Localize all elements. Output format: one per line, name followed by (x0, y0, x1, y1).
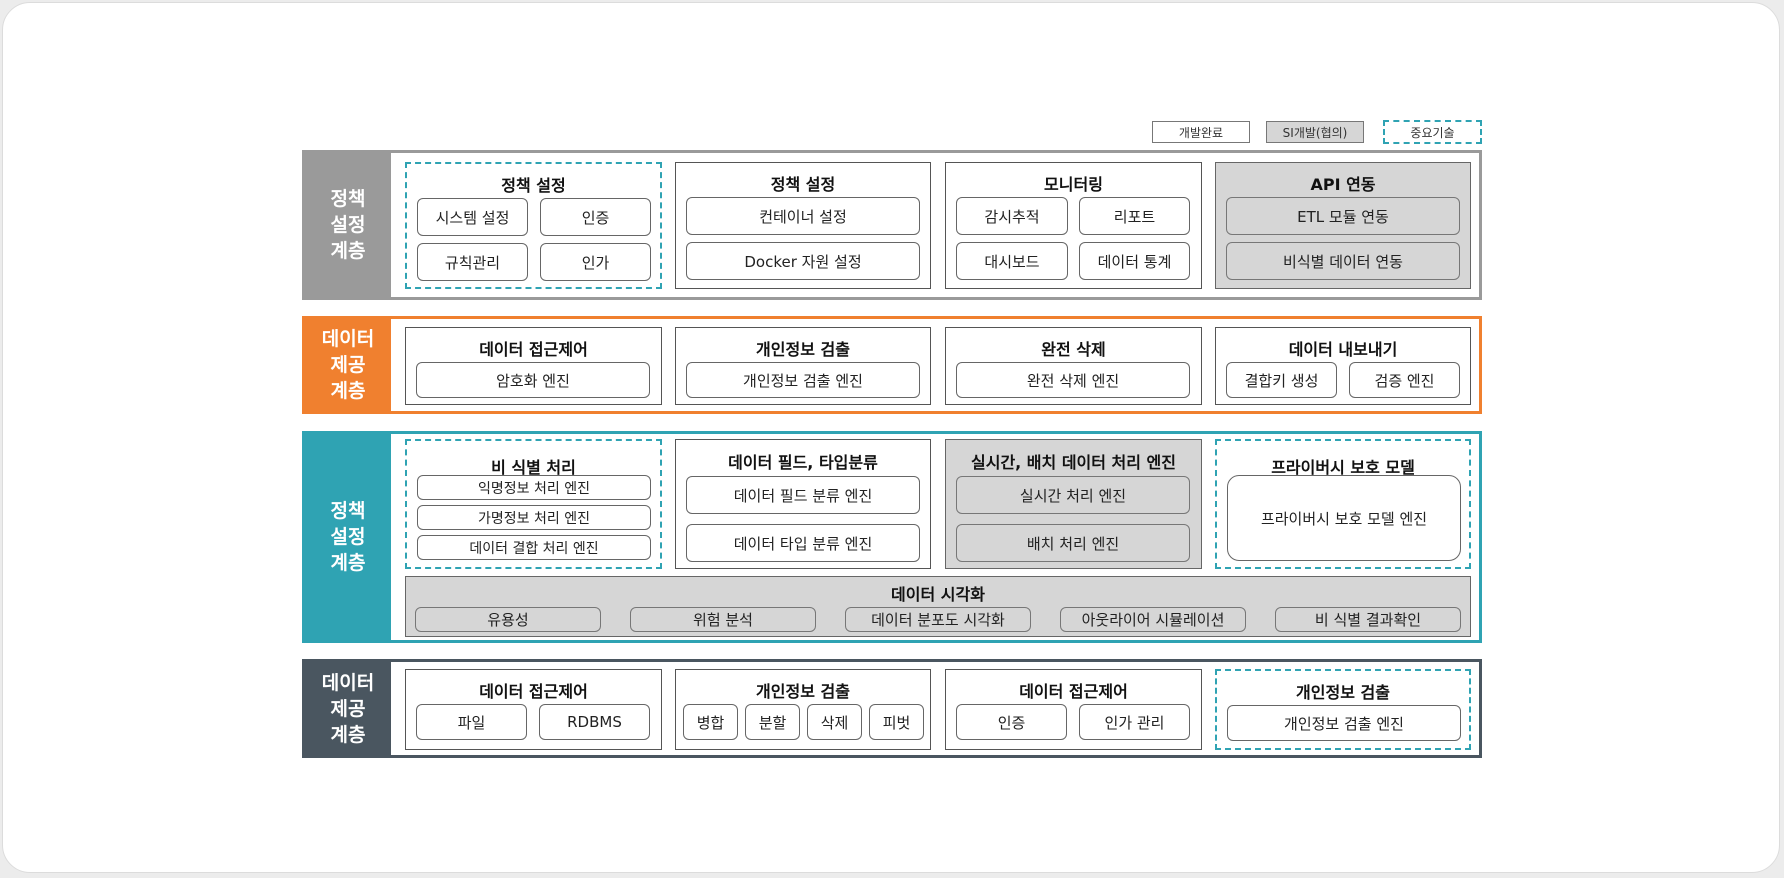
pill-merge: 병합 (683, 704, 738, 740)
layer-policy-2: 정책 설정 계층 비 식별 처리 익명정보 처리 엔진 가명정보 처리 엔진 데… (302, 431, 1482, 643)
module-pii-detection: 개인정보 검출 개인정보 검출 엔진 (675, 327, 931, 405)
module-container-setting: 정책 설정 컨테이너 설정 Docker 자원 설정 (675, 162, 931, 289)
module-deidentification: 비 식별 처리 익명정보 처리 엔진 가명정보 처리 엔진 데이터 결합 처리 … (405, 439, 662, 569)
module-title: 개인정보 검출 (756, 682, 850, 701)
module-data-export: 데이터 내보내기 결합키 생성 검증 엔진 (1215, 327, 1471, 405)
module-title: 데이터 필드, 타입분류 (728, 453, 878, 472)
pill-complete-deletion-engine: 완전 삭제 엔진 (956, 362, 1190, 398)
pill-usability: 유용성 (415, 607, 601, 632)
pill-field-classification-engine: 데이터 필드 분류 엔진 (686, 476, 920, 514)
module-privacy-model: 프라이버시 보호 모델 프라이버시 보호 모델 엔진 (1215, 439, 1471, 569)
layer-label: 정책 설정 계층 (330, 188, 366, 262)
module-pii-detection-3: 개인정보 검출 개인정보 검출 엔진 (1215, 669, 1471, 750)
module-title: 완전 삭제 (1041, 340, 1106, 359)
layer-label-box: 정책 설정 계층 (305, 153, 391, 297)
layer-label: 정책 설정 계층 (330, 500, 366, 574)
pill-anonymous-engine: 익명정보 처리 엔진 (417, 475, 651, 500)
pill-container-setting: 컨테이너 설정 (686, 197, 920, 235)
layer-label: 데이터 제공 계층 (321, 671, 375, 746)
pill-deidentified-data: 비식별 데이터 연동 (1226, 242, 1460, 280)
module-title: 프라이버시 보호 모델 (1271, 458, 1415, 477)
pill-realtime-engine: 실시간 처리 엔진 (956, 476, 1190, 514)
pill-pii-detection-engine: 개인정보 검출 엔진 (686, 362, 920, 398)
module-title: 개인정보 검출 (756, 340, 850, 359)
pill-rule-management: 규칙관리 (417, 243, 528, 281)
module-title: 실시간, 배치 데이터 처리 엔진 (971, 453, 1176, 472)
legend-key: 중요기술 (1383, 120, 1482, 144)
pill-report: 리포트 (1079, 197, 1190, 235)
module-pii-detection-2: 개인정보 검출 병합 분할 삭제 피벗 (675, 669, 931, 750)
layer-policy-1: 정책 설정 계층 정책 설정 시스템 설정 인증 규칙관리 인가 정책 설정 컨… (302, 150, 1482, 300)
pill-data-join-engine: 데이터 결합 처리 엔진 (417, 535, 651, 560)
module-title: 데이터 시각화 (891, 585, 985, 604)
module-policy-setting: 정책 설정 시스템 설정 인증 규칙관리 인가 (405, 162, 662, 289)
legend-key-label: 중요기술 (1410, 125, 1455, 140)
module-complete-deletion: 완전 삭제 완전 삭제 엔진 (945, 327, 1202, 405)
pill-verification-engine: 검증 엔진 (1349, 362, 1460, 398)
module-title: 데이터 접근제어 (479, 682, 588, 701)
layer-label-box: 데이터 제공 계층 (305, 319, 391, 411)
layer-label: 데이터 제공 계층 (321, 328, 375, 402)
pill-deidentification-result: 비 식별 결과확인 (1275, 607, 1461, 632)
pill-privacy-model-engine: 프라이버시 보호 모델 엔진 (1227, 475, 1461, 561)
module-title: 데이터 내보내기 (1288, 340, 1398, 359)
pill-authentication: 인증 (540, 198, 651, 236)
pill-docker-resource: Docker 자원 설정 (686, 242, 920, 280)
layer-label-box: 데이터 제공 계층 (305, 662, 391, 755)
pill-outlier-simulation: 아웃라이어 시뮬레이션 (1060, 607, 1246, 632)
pill-split: 분할 (745, 704, 800, 740)
pill-join-key-generation: 결합키 생성 (1226, 362, 1337, 398)
module-title: 비 식별 처리 (491, 458, 576, 477)
layer-data-provision-1: 데이터 제공 계층 데이터 접근제어 암호화 엔진 개인정보 검출 개인정보 검… (302, 316, 1482, 414)
pill-authentication-2: 인증 (956, 704, 1067, 740)
pill-batch-engine: 배치 처리 엔진 (956, 524, 1190, 562)
module-title: API 연동 (1310, 175, 1376, 194)
layer-label-box: 정책 설정 계층 (305, 434, 391, 640)
pill-file: 파일 (416, 704, 527, 740)
pill-rdbms: RDBMS (539, 704, 650, 740)
pill-pseudonym-engine: 가명정보 처리 엔진 (417, 505, 651, 530)
pill-data-stats: 데이터 통계 (1079, 242, 1190, 280)
module-data-access-control-3: 데이터 접근제어 인증 인가 관리 (945, 669, 1202, 750)
module-data-access-control-2: 데이터 접근제어 파일 RDBMS (405, 669, 662, 750)
legend-si-label: SI개발(협의) (1282, 125, 1348, 140)
pill-system-setting: 시스템 설정 (417, 198, 528, 236)
module-monitoring: 모니터링 감시추적 리포트 대시보드 데이터 통계 (945, 162, 1202, 289)
legend-done: 개발완료 (1152, 121, 1250, 143)
legend-si: SI개발(협의) (1266, 121, 1364, 143)
module-title: 정책 설정 (501, 176, 566, 195)
module-api-integration: API 연동 ETL 모듈 연동 비식별 데이터 연동 (1215, 162, 1471, 289)
pill-authorization-management: 인가 관리 (1079, 704, 1190, 740)
pill-encryption-engine: 암호화 엔진 (416, 362, 650, 398)
module-field-type-classification: 데이터 필드, 타입분류 데이터 필드 분류 엔진 데이터 타입 분류 엔진 (675, 439, 931, 569)
module-data-access-control: 데이터 접근제어 암호화 엔진 (405, 327, 662, 405)
pill-authorization: 인가 (540, 243, 651, 281)
pill-delete: 삭제 (807, 704, 862, 740)
pill-etl-module: ETL 모듈 연동 (1226, 197, 1460, 235)
module-realtime-batch: 실시간, 배치 데이터 처리 엔진 실시간 처리 엔진 배치 처리 엔진 (945, 439, 1202, 569)
module-title: 정책 설정 (770, 175, 836, 194)
layer-data-provision-2: 데이터 제공 계층 데이터 접근제어 파일 RDBMS 개인정보 검출 병합 분… (302, 659, 1482, 758)
module-title: 데이터 접근제어 (479, 340, 588, 359)
module-data-visualization: 데이터 시각화 유용성 위험 분석 데이터 분포도 시각화 아웃라이어 시뮬레이… (405, 576, 1471, 637)
pill-audit-trail: 감시추적 (956, 197, 1068, 235)
pill-risk-analysis: 위험 분석 (630, 607, 816, 632)
legend-done-label: 개발완료 (1178, 125, 1224, 140)
pill-dashboard: 대시보드 (956, 242, 1068, 280)
module-title: 개인정보 검출 (1296, 683, 1390, 702)
pill-pivot: 피벗 (869, 704, 924, 740)
module-title: 모니터링 (1044, 175, 1103, 194)
module-title: 데이터 접근제어 (1019, 682, 1128, 701)
pill-distribution-visualization: 데이터 분포도 시각화 (845, 607, 1031, 632)
pill-type-classification-engine: 데이터 타입 분류 엔진 (686, 524, 920, 562)
pill-pii-detection-engine-2: 개인정보 검출 엔진 (1227, 705, 1461, 741)
